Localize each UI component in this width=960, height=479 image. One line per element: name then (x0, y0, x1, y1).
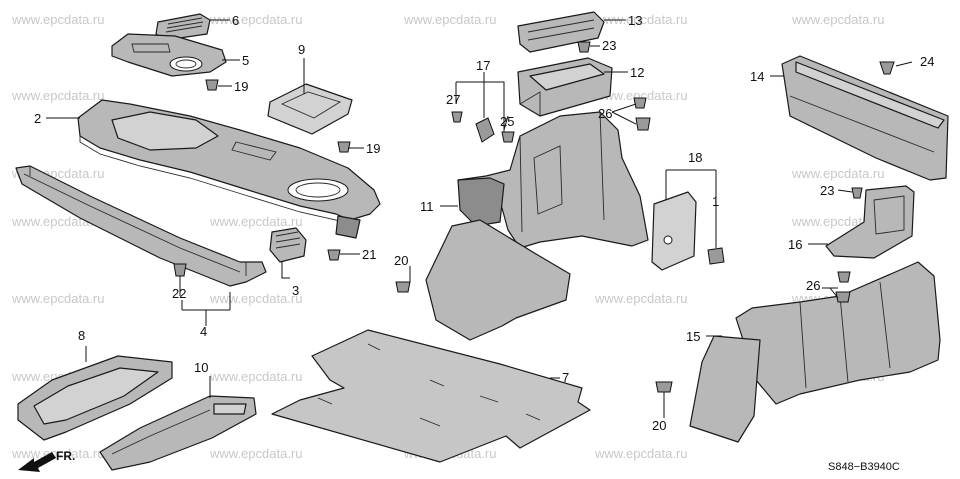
part-2-rear-tray (77, 99, 381, 239)
watermark: www.epcdata.ru (594, 446, 688, 461)
part-10-trim (99, 395, 257, 471)
clip-icon (475, 117, 495, 143)
clip-icon (879, 61, 895, 75)
callout-10: 10 (194, 360, 208, 375)
clip-icon (337, 141, 351, 153)
callout-25: 25 (500, 114, 514, 129)
clip-icon (835, 291, 851, 303)
callouts: 6 5 19 2 9 19 21 3 22 4 8 10 7 13 23 12 … (34, 13, 934, 433)
callout-19: 19 (366, 141, 380, 156)
callout-16: 16 (788, 237, 802, 252)
part-7-mat (271, 329, 591, 463)
callout-20: 20 (652, 418, 666, 433)
watermark: www.epcdata.ru (209, 214, 303, 229)
part-6-grille (155, 13, 211, 41)
callout-22: 22 (172, 286, 186, 301)
part-11-side-panel (425, 111, 649, 341)
watermark: www.epcdata.ru (791, 12, 885, 27)
watermark: www.epcdata.ru (209, 12, 303, 27)
clip-icon (837, 271, 851, 283)
callout-7: 7 (562, 370, 569, 385)
callout-9: 9 (298, 42, 305, 57)
part-8-tray (17, 355, 173, 441)
callout-23: 23 (602, 38, 616, 53)
callout-3: 3 (292, 283, 299, 298)
part-3-pad (269, 227, 307, 263)
diagram-code: S848−B3940C (828, 461, 900, 473)
front-direction-arrow-icon: FR. (18, 449, 75, 472)
clip-icon (577, 41, 591, 53)
watermark: www.epcdata.ru (209, 369, 303, 384)
clip-icon (395, 281, 411, 293)
clip-icon (205, 79, 219, 91)
callout-12: 12 (630, 65, 644, 80)
part-4-garnish (15, 165, 267, 287)
clip-icon (451, 111, 463, 123)
watermark: www.epcdata.ru (11, 446, 105, 461)
callout-1: 1 (712, 194, 719, 209)
clip-icon (851, 187, 863, 199)
part-12-box (517, 57, 613, 117)
watermark: www.epcdata.ru (403, 12, 497, 27)
callout-11: 11 (420, 199, 434, 214)
part-14-trim (781, 55, 949, 181)
part-9-lid (267, 83, 353, 135)
watermark: www.epcdata.ru (209, 291, 303, 306)
callout-17: 17 (476, 58, 490, 73)
callout-26: 26 (806, 278, 820, 293)
callout-4: 4 (200, 324, 207, 339)
watermark: www.epcdata.ru (594, 88, 688, 103)
clip-icon (707, 247, 725, 265)
callout-5: 5 (242, 53, 249, 68)
callout-14: 14 (750, 69, 764, 84)
clip-icon (633, 97, 647, 109)
watermark: www.epcdata.ru (594, 12, 688, 27)
callout-6: 6 (232, 13, 239, 28)
clip-icon (635, 117, 651, 131)
callout-13: 13 (628, 13, 642, 28)
watermark: www.epcdata.ru (11, 12, 105, 27)
leader-lines (46, 19, 913, 418)
watermark: www.epcdata.ru (594, 291, 688, 306)
callout-26: 26 (598, 106, 612, 121)
callout-21: 21 (362, 247, 376, 262)
callout-27: 27 (446, 92, 460, 107)
clip-icon (173, 263, 187, 277)
watermark: www.epcdata.ru (209, 446, 303, 461)
watermark: www.epcdata.ru (11, 291, 105, 306)
callout-20: 20 (394, 253, 408, 268)
callout-15: 15 (686, 329, 700, 344)
watermark: www.epcdata.ru (11, 88, 105, 103)
fasteners (173, 41, 895, 393)
front-label: FR. (56, 449, 75, 463)
callout-19: 19 (234, 79, 248, 94)
watermark: www.epcdata.ru (791, 166, 885, 181)
callout-23: 23 (820, 183, 834, 198)
part-5-cover (111, 33, 227, 77)
part-13-cover (517, 11, 605, 53)
callout-18: 18 (688, 150, 702, 165)
clip-icon (655, 381, 673, 393)
callout-8: 8 (78, 328, 85, 343)
part-15-side-panel (689, 261, 941, 443)
clip-icon (501, 131, 515, 143)
callout-2: 2 (34, 111, 41, 126)
clip-icon (327, 249, 341, 261)
part-18-lid (651, 191, 697, 271)
part-16-tray (825, 185, 915, 259)
callout-24: 24 (920, 54, 934, 69)
